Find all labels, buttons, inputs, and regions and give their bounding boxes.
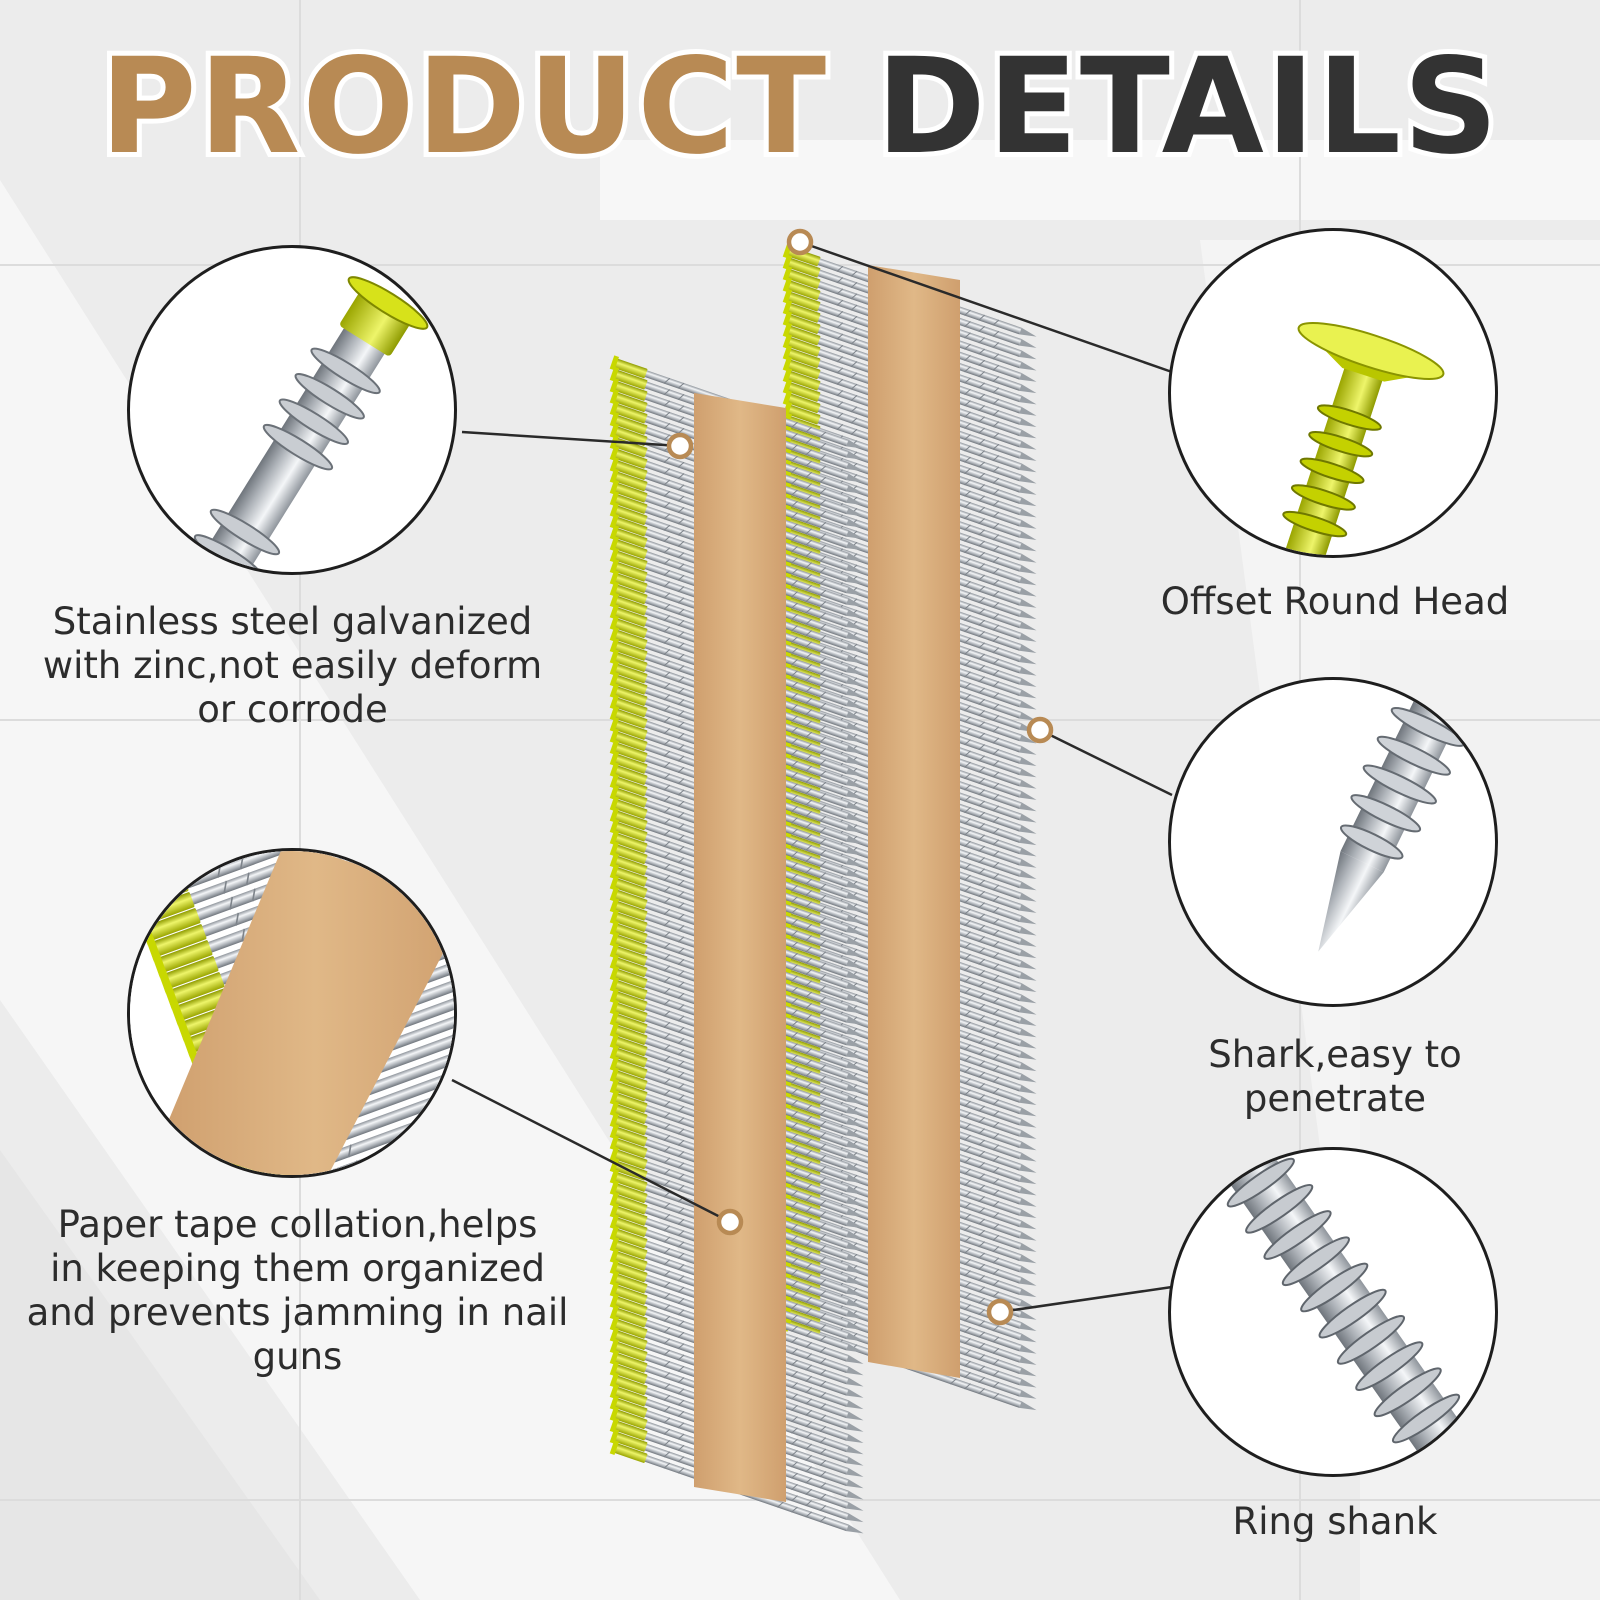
page-title: PRODUCT DETAILS [0,22,1600,192]
ring-shank-icon [1208,1150,1494,1474]
material-caption-line-2: with zinc,not easily deform [42,644,543,687]
callout-lines [451,240,1173,1314]
tape-caption-line-1: Paper tape collation,helps [57,1203,538,1246]
shank-caption-line-1: Ring shank [1232,1500,1438,1543]
tape-caption: Paper tape collation,helps in keeping th… [0,1203,595,1379]
material-caption: Stainless steel galvanized with zinc,not… [10,600,575,732]
tape-caption-line-4: guns [252,1335,343,1378]
title-word-details: DETAILS [871,25,1503,189]
paper-tape-closeup-circle [127,848,457,1178]
shank-ring [1318,1288,1387,1339]
material-caption-line-3: or corrode [197,688,388,731]
nail-strip-right [782,242,1040,1418]
shank-ring [1281,1236,1350,1287]
shank-ring [1410,1419,1479,1470]
point-closeup-circle [1168,677,1498,1007]
title-word-product: PRODUCT [95,25,831,189]
shank-closeup-circle [1168,1147,1498,1477]
callout-markers [666,228,1054,1326]
point-caption-line-1: Shark,easy to [1208,1033,1462,1076]
head-caption: Offset Round Head [1110,580,1560,624]
shank-ring [1336,1315,1406,1365]
point-caption-line-2: penetrate [1243,1077,1427,1120]
shank-ring [1391,1393,1461,1444]
galvanized-nail-icon [190,276,429,572]
head-closeup-circle [1168,228,1498,558]
shank-ring [1208,1150,1277,1182]
tape-caption-line-2: in keeping them organized [50,1247,545,1290]
shank-ring [1226,1157,1295,1208]
shank-ring [1263,1210,1332,1260]
paper-tape-icon [130,851,454,1175]
shank-ring [1245,1183,1314,1234]
point-caption: Shark,easy to penetrate [1110,1033,1560,1121]
shank-ring [1300,1262,1369,1313]
nail-strip-left [609,354,867,1541]
head-caption-line-1: Offset Round Head [1160,580,1510,623]
shank-caption: Ring shank [1110,1500,1560,1544]
galvanized-closeup-circle [127,245,457,575]
shank-ring [1373,1367,1442,1418]
nail-point-icon [1318,689,1465,952]
tape-caption-line-3: and prevents jamming in nail [26,1291,569,1334]
material-caption-line-1: Stainless steel galvanized [52,600,533,643]
nail-head-icon [1265,322,1445,555]
shank-ring [1355,1341,1424,1391]
